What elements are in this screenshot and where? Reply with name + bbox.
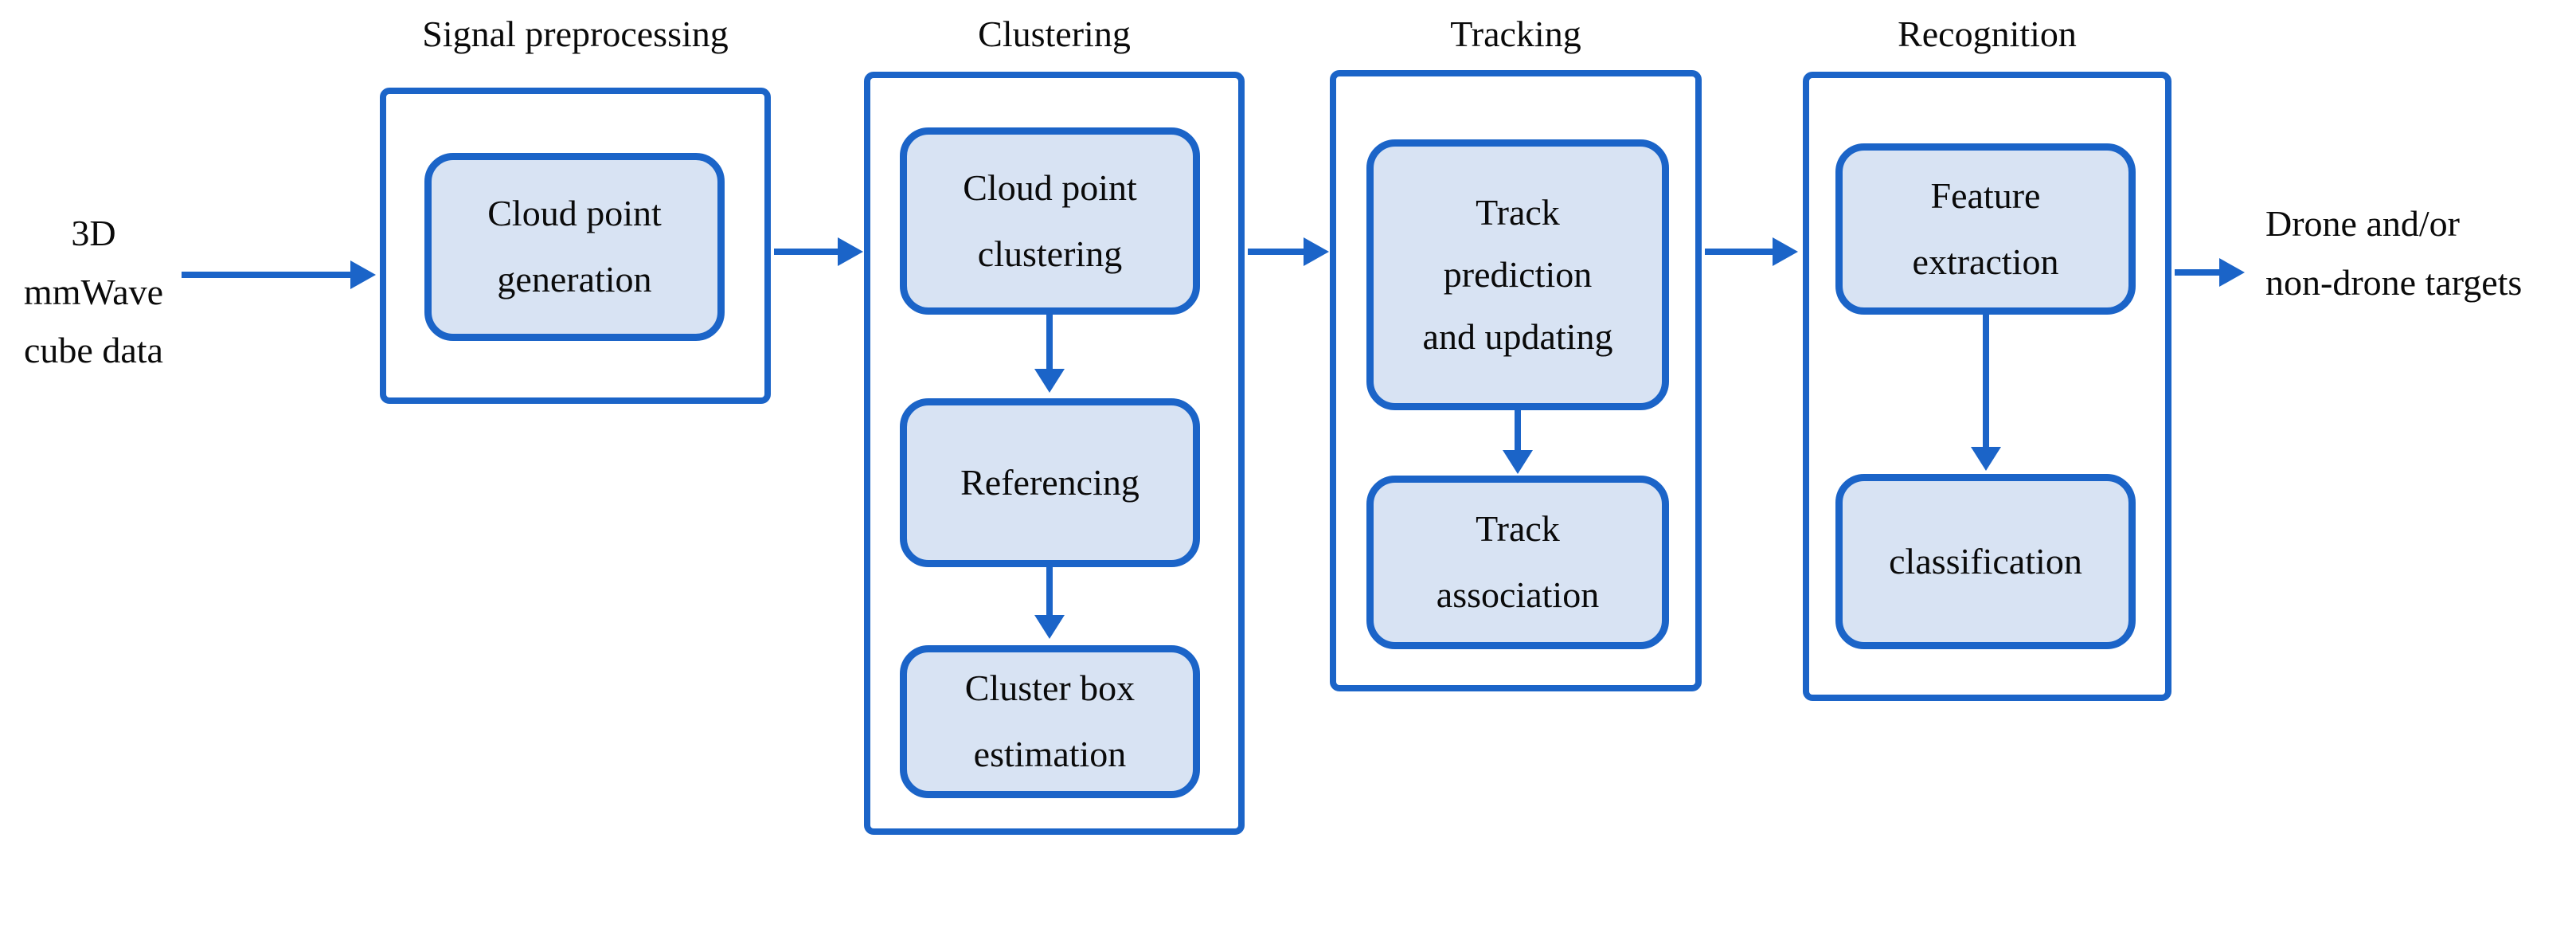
arrow-down-icon <box>1515 410 1521 450</box>
arrow-right-icon <box>774 249 838 255</box>
arrow-down-icon <box>1046 315 1053 369</box>
step-classification: classification <box>1835 474 2136 649</box>
arrow-down-icon <box>1983 315 1989 447</box>
arrow-right-icon <box>1705 249 1773 255</box>
arrow-right-icon <box>1248 249 1304 255</box>
step-cloud-point-clustering: Cloud point clustering <box>900 127 1200 315</box>
step-track-association: Track association <box>1366 476 1669 649</box>
step-cloud-point-generation: Cloud point generation <box>424 153 725 341</box>
arrow-right-icon <box>2175 269 2219 276</box>
stage-title-recognition: Recognition <box>1898 14 2077 54</box>
stage-title-tracking: Tracking <box>1450 14 1581 54</box>
step-cluster-box-estimation: Cluster box estimation <box>900 645 1200 798</box>
step-feature-extraction: Feature extraction <box>1835 143 2136 315</box>
arrow-down-icon <box>1046 567 1053 615</box>
output-label: Drone and/or non-drone targets <box>2265 203 2523 303</box>
step-track-prediction-and-updating: Track prediction and updating <box>1366 139 1669 410</box>
stage-title-clustering: Clustering <box>978 14 1131 54</box>
stage-title-signal-preprocessing: Signal preprocessing <box>422 14 729 54</box>
arrow-right-icon <box>182 272 350 278</box>
step-referencing: Referencing <box>900 398 1200 567</box>
input-label: 3D mmWave cube data <box>23 213 164 371</box>
